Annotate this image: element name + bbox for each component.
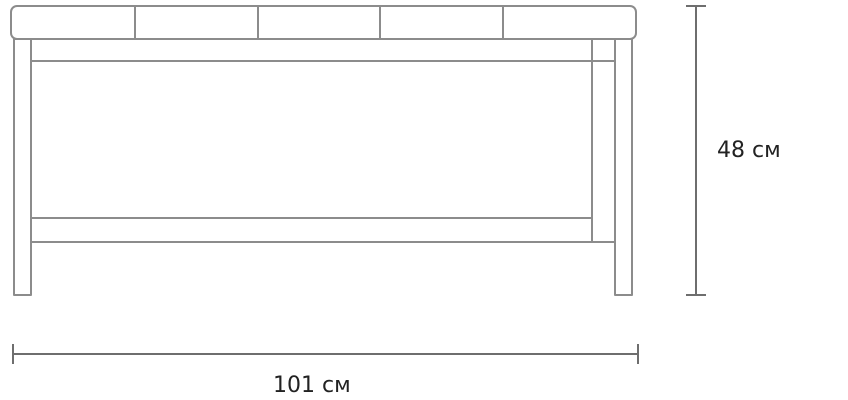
- right-leg: [614, 38, 633, 296]
- cushion-dividers: [134, 6, 504, 39]
- left-leg: [13, 38, 32, 296]
- seat-cushion: [10, 5, 637, 40]
- width-label: 101 см: [273, 373, 351, 398]
- height-label: 48 см: [717, 138, 781, 163]
- bench-outline: [10, 5, 637, 296]
- height-dimension-line: [686, 5, 706, 296]
- width-dimension-line: [12, 344, 639, 364]
